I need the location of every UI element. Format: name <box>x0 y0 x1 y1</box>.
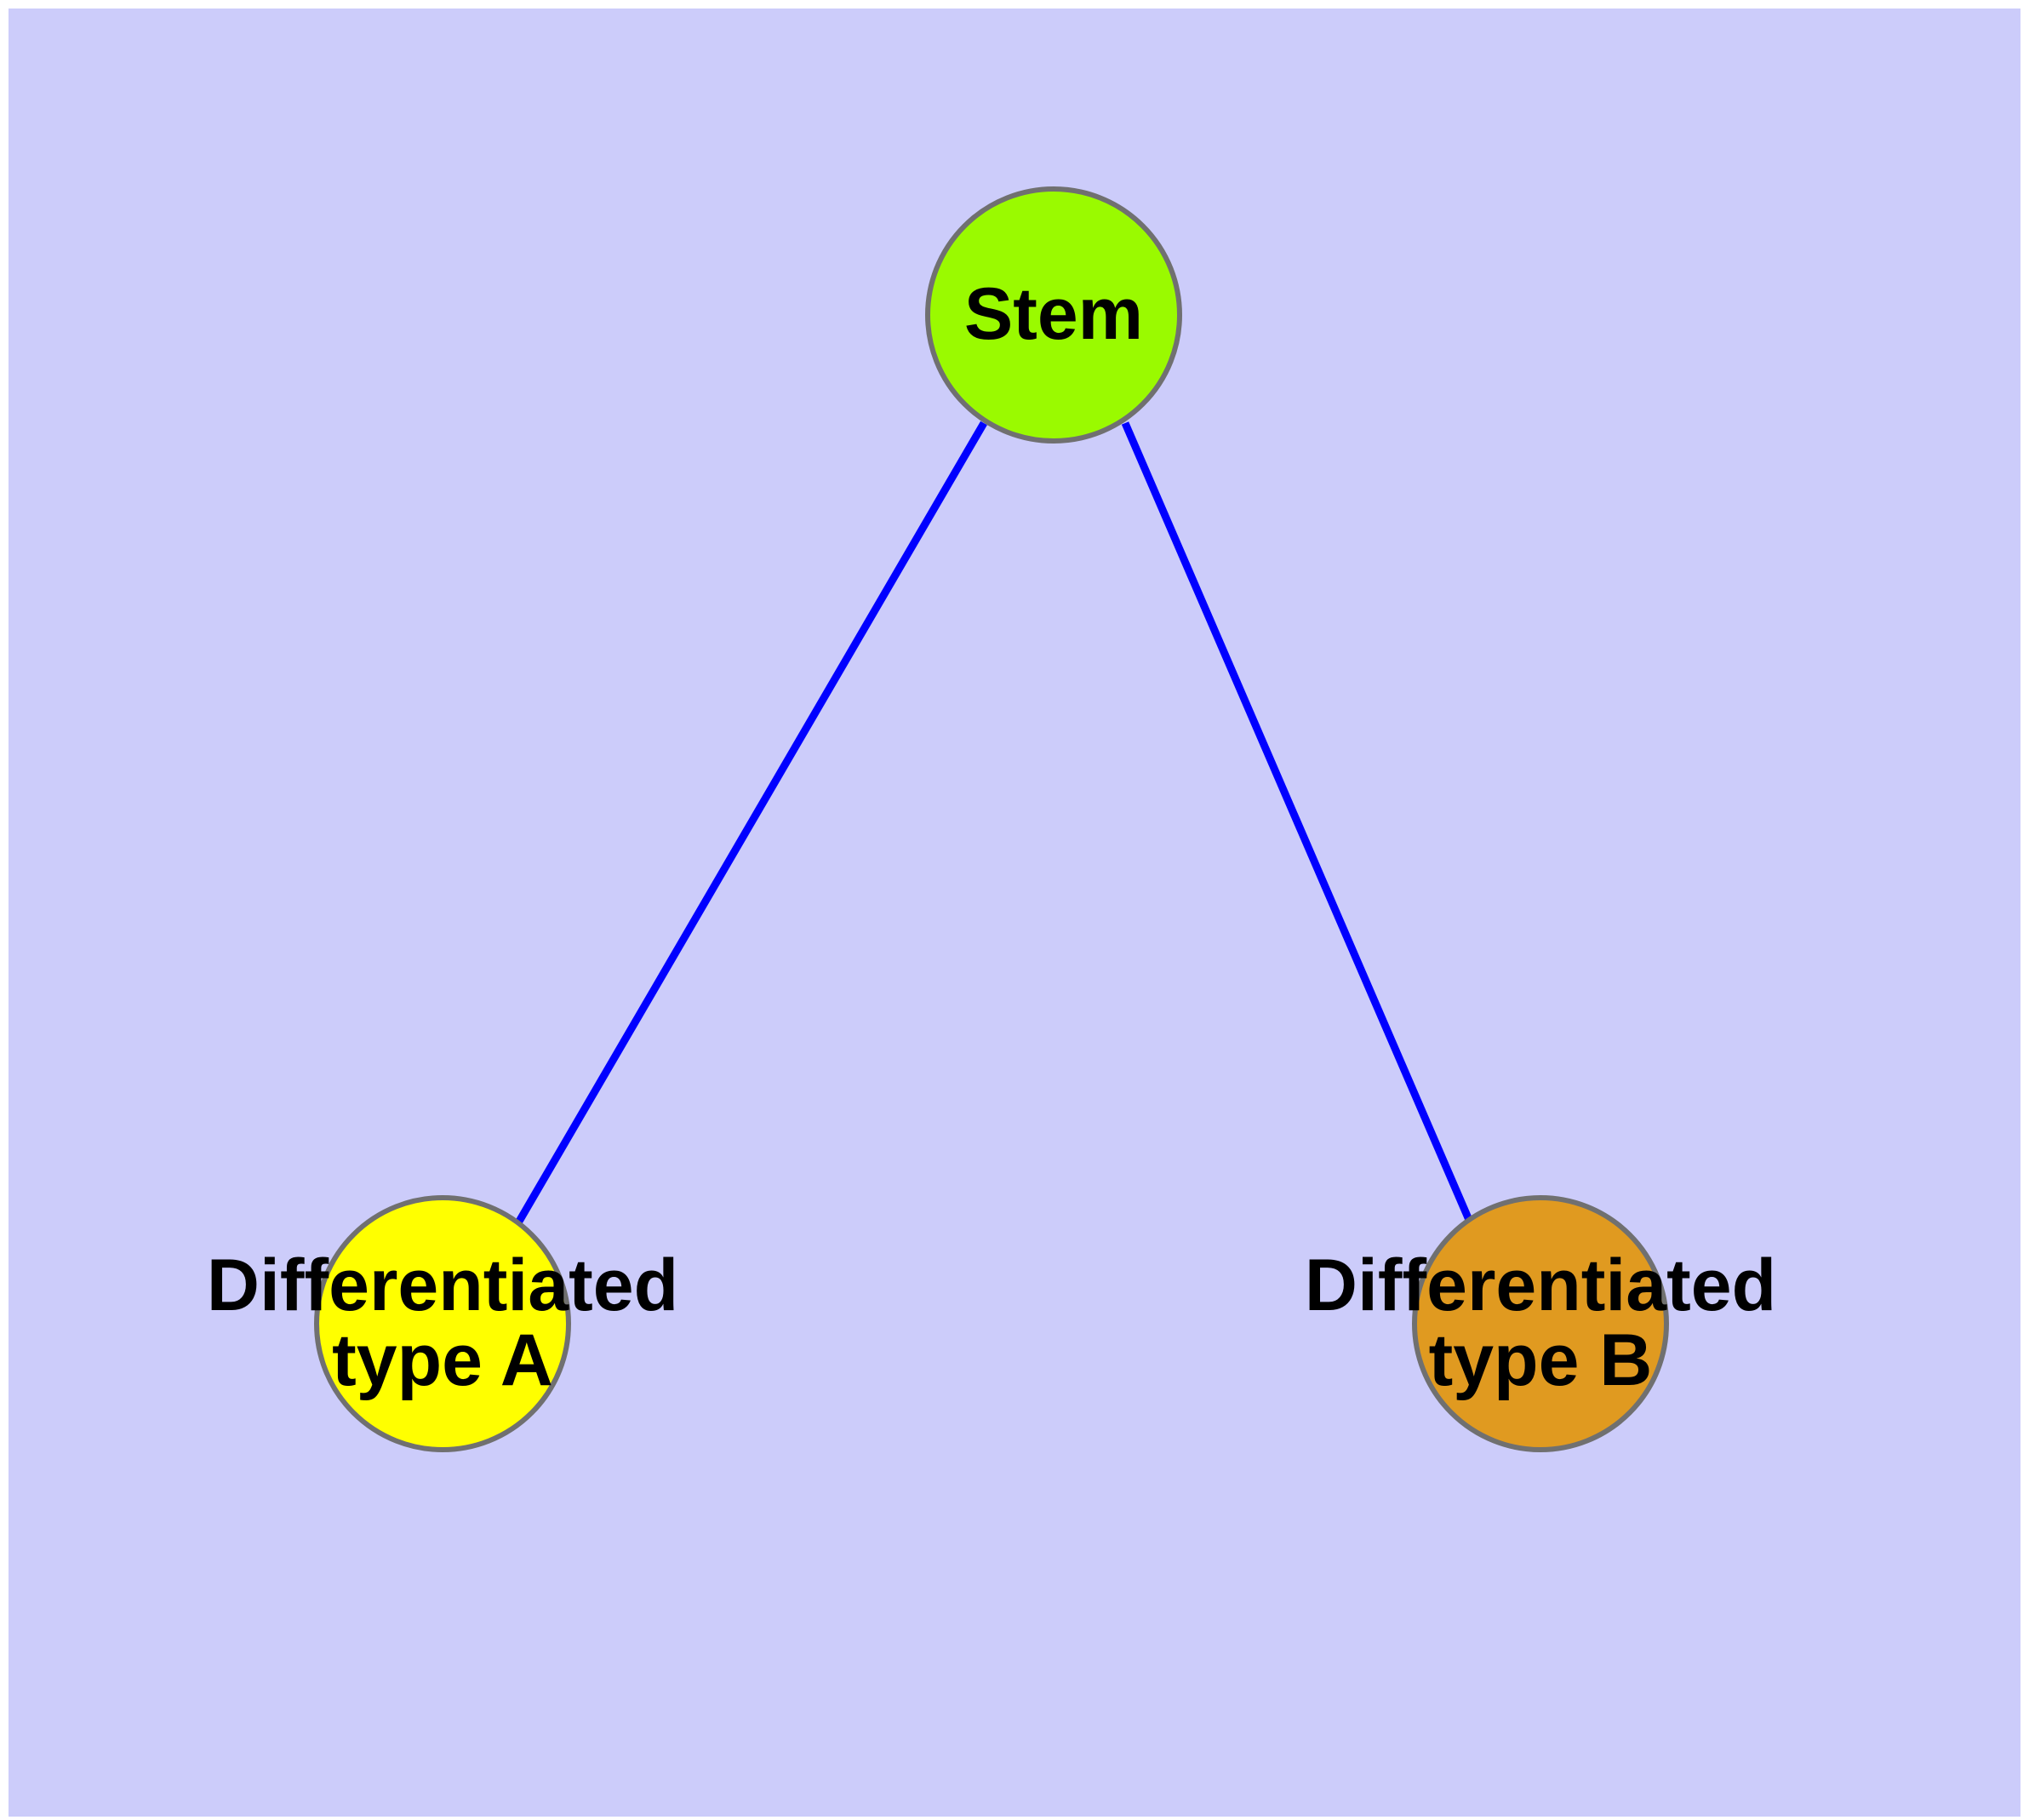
node-differentiated-type-b[interactable] <box>1412 1195 1669 1452</box>
node-differentiated-type-a[interactable] <box>314 1195 571 1452</box>
graph-plot-area: Stem Differentiated type A Differentiate… <box>9 9 2020 1817</box>
edge-stem-to-differentiated-type-b <box>1121 421 1476 1228</box>
node-stem[interactable] <box>925 186 1182 444</box>
edge-stem-to-differentiated-type-a <box>511 421 987 1233</box>
node-layer: Stem Differentiated type A Differentiate… <box>9 9 2020 1817</box>
edge-layer <box>511 421 1476 1233</box>
